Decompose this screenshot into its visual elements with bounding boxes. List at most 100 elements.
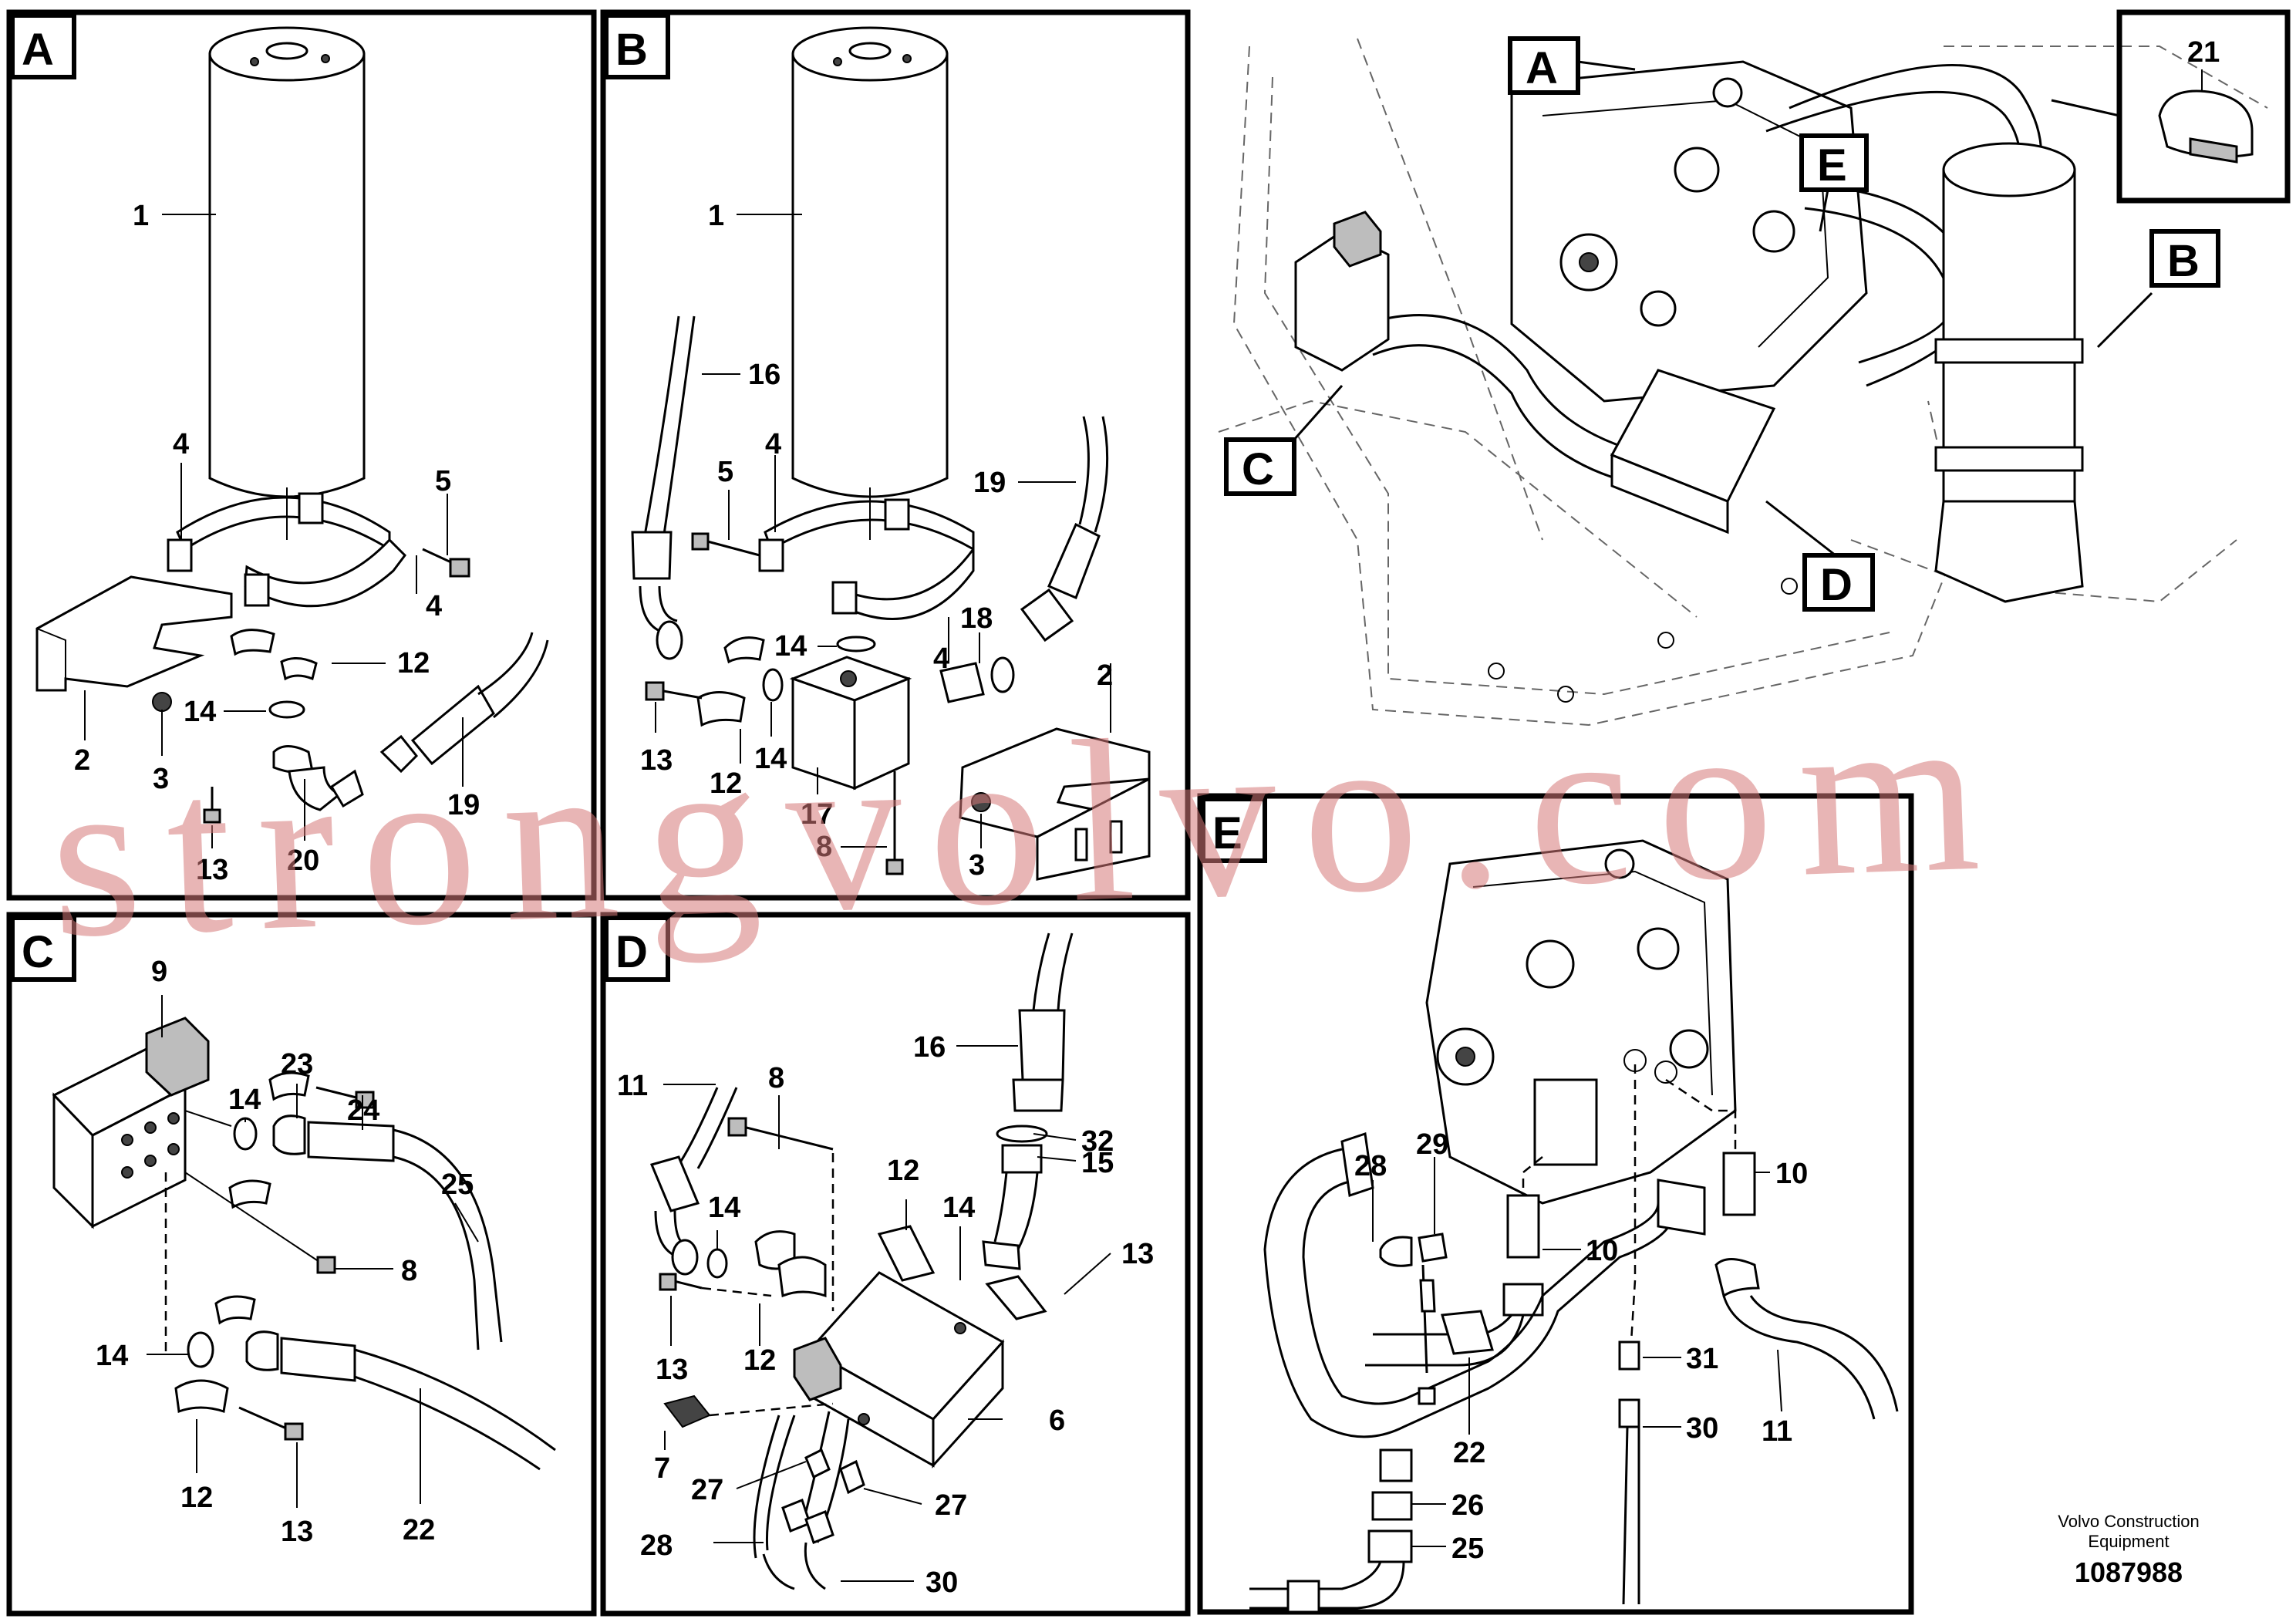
panel-b-part-19: 19: [973, 467, 1006, 499]
footer-company-line2: Equipment: [2088, 1532, 2170, 1551]
overview-inset-21: 21: [2051, 9, 2291, 204]
panel-e-part-10-left: 10: [1586, 1235, 1618, 1267]
panel-a-letter: A: [22, 25, 54, 75]
panel-e: E: [1197, 793, 1914, 1615]
panel-d-part-11: 11: [617, 1070, 648, 1102]
panel-c-part-13: 13: [281, 1516, 313, 1548]
panel-a-part-12: 12: [397, 647, 430, 679]
panel-c-letter: C: [22, 927, 54, 977]
panel-d-part-8: 8: [768, 1062, 784, 1094]
panel-c: C: [6, 912, 597, 1617]
panel-d: D: [600, 912, 1191, 1617]
panel-e-part-10-right: 10: [1775, 1158, 1808, 1190]
panel-c-part-14-top: 14: [228, 1084, 261, 1116]
panel-a-leaders: [84, 214, 464, 848]
panel-c-fittings-upper: [164, 1071, 503, 1357]
panel-c-leaders: [147, 995, 479, 1508]
panel-c-part-8: 8: [401, 1255, 417, 1287]
panel-d-part-7: 7: [654, 1452, 670, 1485]
panel-a-part-14: 14: [184, 696, 216, 728]
panel-d-part-32: 32: [1081, 1125, 1114, 1158]
panel-b-part-3: 3: [969, 849, 985, 882]
panel-d-sensor-and-lines: [663, 1394, 865, 1590]
panel-c-part-14-bottom: 14: [96, 1340, 128, 1372]
panel-a-part-1: 1: [133, 200, 149, 232]
panel-a-part-4-bottom: 4: [426, 590, 442, 622]
overview-tag-c: C: [1224, 385, 1344, 496]
panel-d-part-13-right: 13: [1121, 1238, 1154, 1270]
panel-c-part-25: 25: [441, 1168, 474, 1201]
panel-e-part-28: 28: [1354, 1150, 1387, 1182]
footer: Volvo Construction Equipment 1087988: [2021, 1512, 2237, 1589]
panel-b-bracket: [959, 727, 1151, 881]
panel-a-part-2: 2: [74, 744, 90, 777]
panel-b-part-8: 8: [816, 831, 832, 863]
panel-a-part-13: 13: [196, 854, 228, 886]
panel-d-hoses-upper: [649, 932, 1074, 1276]
panel-e-part-26: 26: [1451, 1489, 1484, 1522]
panel-c-fittings-lower: [174, 1295, 556, 1471]
overview-tag-d: D: [1765, 500, 1875, 612]
panel-d-part-27-right: 27: [935, 1489, 967, 1522]
panel-e-part-29: 29: [1416, 1128, 1448, 1161]
panel-e-part-11: 11: [1762, 1415, 1792, 1448]
overview-inset-21-label: 21: [2187, 36, 2220, 69]
panel-c-part-24: 24: [347, 1094, 379, 1127]
panel-b-part-14-top: 14: [774, 630, 807, 663]
overview-tag-a-letter: A: [1526, 43, 1558, 93]
panel-b-hoses: [631, 315, 1109, 703]
overview-tag-e: E: [1799, 133, 1869, 232]
footer-company-line1: Volvo Construction: [2058, 1512, 2200, 1531]
panel-b-part-17: 17: [801, 798, 833, 831]
panel-d-part-28: 28: [640, 1529, 673, 1562]
panel-b-part-13: 13: [640, 744, 673, 777]
footer-doc-number: 1087988: [2074, 1556, 2183, 1588]
panel-c-valve-block: [52, 1017, 210, 1229]
panel-b-part-16: 16: [748, 359, 781, 391]
panel-b-part-4-top: 4: [765, 428, 781, 460]
panel-d-part-12-bottom: 12: [743, 1344, 776, 1377]
panel-d-part-14-right: 14: [942, 1192, 975, 1224]
panel-e-leaders: [1372, 1157, 1782, 1547]
panel-a-part-3: 3: [153, 763, 169, 795]
panel-a: A: [6, 9, 597, 901]
panel-a-part-19: 19: [447, 789, 480, 821]
panel-d-valve-block: [659, 1117, 1047, 1469]
panel-b-part-1: 1: [708, 200, 724, 232]
panel-d-part-14-left: 14: [708, 1192, 740, 1224]
overview-tag-a: A: [1508, 36, 1636, 95]
panel-a-fittings: [203, 629, 549, 824]
panel-d-part-13-left: 13: [656, 1354, 688, 1386]
panel-a-part-5: 5: [435, 465, 451, 497]
panel-b-part-2: 2: [1097, 659, 1113, 692]
panel-a-part-4-top: 4: [173, 428, 189, 460]
panel-d-part-15: 15: [1081, 1147, 1114, 1179]
panel-e-part-25: 25: [1451, 1533, 1484, 1565]
panel-e-part-22: 22: [1453, 1437, 1485, 1469]
panel-a-filter-cylinder: [208, 26, 366, 498]
panel-b-part-5: 5: [717, 456, 733, 488]
panel-b-part-14-left: 14: [754, 743, 787, 775]
panel-d-leaders: [663, 1045, 1111, 1582]
panel-b-part-18: 18: [960, 602, 993, 635]
panel-b-filter-cylinder: [791, 26, 949, 498]
panel-b-part-12: 12: [710, 767, 742, 800]
panel-c-part-22: 22: [403, 1514, 435, 1546]
panel-b-valve-block: [645, 636, 912, 875]
panel-a-clamp: [167, 492, 470, 608]
panel-e-part-30: 30: [1686, 1412, 1718, 1445]
panel-b-clamp: [691, 498, 975, 620]
panel-a-part-20: 20: [287, 845, 319, 877]
panel-c-part-12: 12: [180, 1482, 213, 1514]
panel-e-letter: E: [1212, 808, 1242, 858]
panel-c-part-23: 23: [281, 1048, 313, 1081]
overview-tag-e-letter: E: [1817, 140, 1847, 191]
panel-e-part-31: 31: [1686, 1343, 1718, 1375]
panel-a-bracket: [35, 575, 233, 712]
overview-tag-b-letter: B: [2167, 236, 2200, 286]
panel-b: B: [600, 9, 1191, 901]
overview-tag-c-letter: C: [1242, 444, 1274, 494]
panel-b-letter: B: [615, 25, 648, 75]
panel-d-part-27-left: 27: [691, 1474, 723, 1506]
panel-b-part-4-right: 4: [933, 642, 949, 675]
